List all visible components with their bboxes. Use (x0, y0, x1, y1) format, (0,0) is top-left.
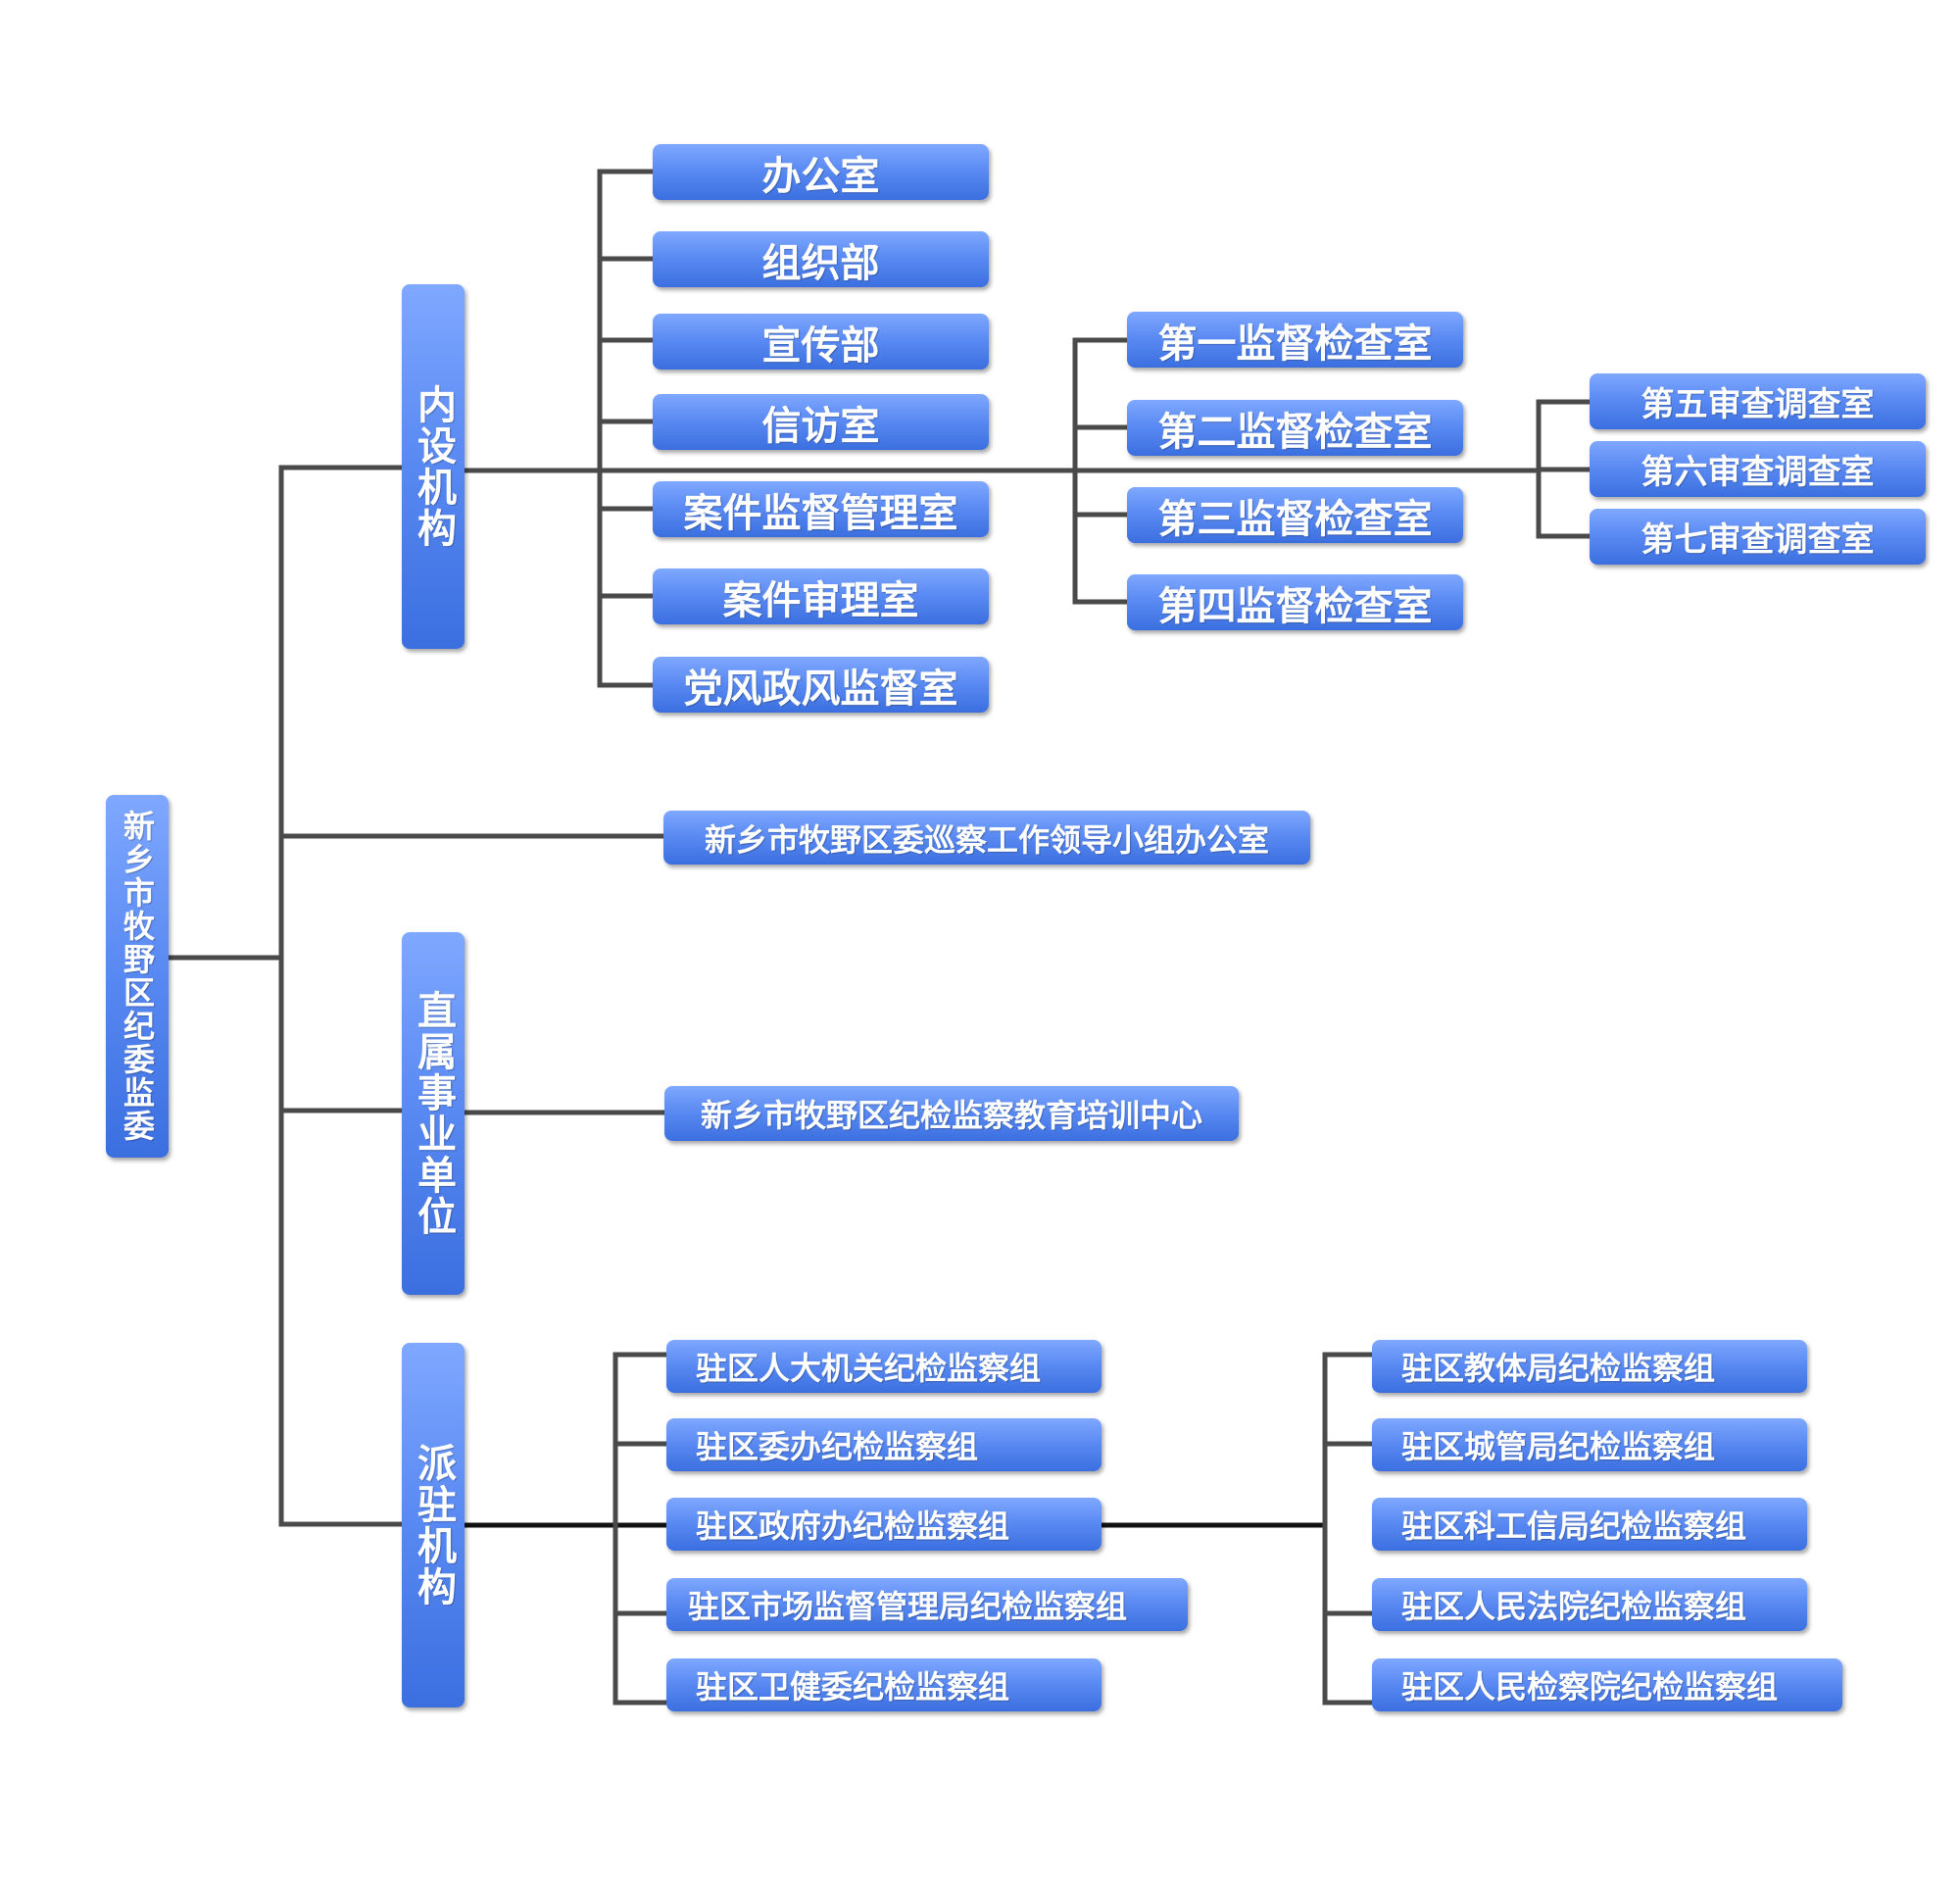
node-neishe-left-5: 案件监督管理室 (653, 481, 989, 537)
node-paizhu-left-3: 驻区政府办纪检监察组 (666, 1498, 1102, 1551)
node-neishe: 内设机构 (402, 284, 465, 649)
node-root: 新乡市牧野区纪委监委 (106, 795, 169, 1158)
node-paizhu-left-4: 驻区市场监督管理局纪检监察组 (666, 1578, 1188, 1631)
node-neishe-left-6: 案件审理室 (653, 569, 989, 624)
node-paizhu-left-2: 驻区委办纪检监察组 (666, 1418, 1102, 1471)
node-neishe-right-1: 第五审查调查室 (1590, 373, 1926, 429)
node-paizhu-left-5: 驻区卫健委纪检监察组 (666, 1658, 1102, 1711)
node-paizhu-right-3: 驻区科工信局纪检监察组 (1372, 1498, 1807, 1551)
node-neishe-left-4: 信访室 (653, 394, 989, 450)
node-xuncha: 新乡市牧野区委巡察工作领导小组办公室 (663, 811, 1310, 865)
node-neishe-left-7: 党风政风监督室 (653, 657, 989, 713)
node-paizhu-right-1: 驻区教体局纪检监察组 (1372, 1340, 1807, 1393)
node-neishe-right-2: 第六审查调查室 (1590, 441, 1926, 497)
node-neishe-left-3: 宣传部 (653, 314, 989, 370)
node-neishe-right-3: 第七审查调查室 (1590, 509, 1926, 565)
node-paizhu-left-1: 驻区人大机关纪检监察组 (666, 1340, 1102, 1393)
node-paizhu-right-4: 驻区人民法院纪检监察组 (1372, 1578, 1807, 1631)
node-zhishu: 直属事业单位 (402, 932, 465, 1295)
node-zhishu-training-center: 新乡市牧野区纪检监察教育培训中心 (664, 1086, 1239, 1141)
node-neishe-mid-3: 第三监督检查室 (1127, 487, 1463, 543)
node-paizhu-right-2: 驻区城管局纪检监察组 (1372, 1418, 1807, 1471)
node-paizhu: 派驻机构 (402, 1343, 465, 1707)
node-neishe-left-2: 组织部 (653, 231, 989, 287)
node-neishe-mid-1: 第一监督检查室 (1127, 312, 1463, 368)
node-paizhu-right-5: 驻区人民检察院纪检监察组 (1372, 1658, 1842, 1711)
node-neishe-mid-4: 第四监督检查室 (1127, 574, 1463, 630)
node-neishe-mid-2: 第二监督检查室 (1127, 400, 1463, 456)
node-neishe-left-1: 办公室 (653, 144, 989, 200)
